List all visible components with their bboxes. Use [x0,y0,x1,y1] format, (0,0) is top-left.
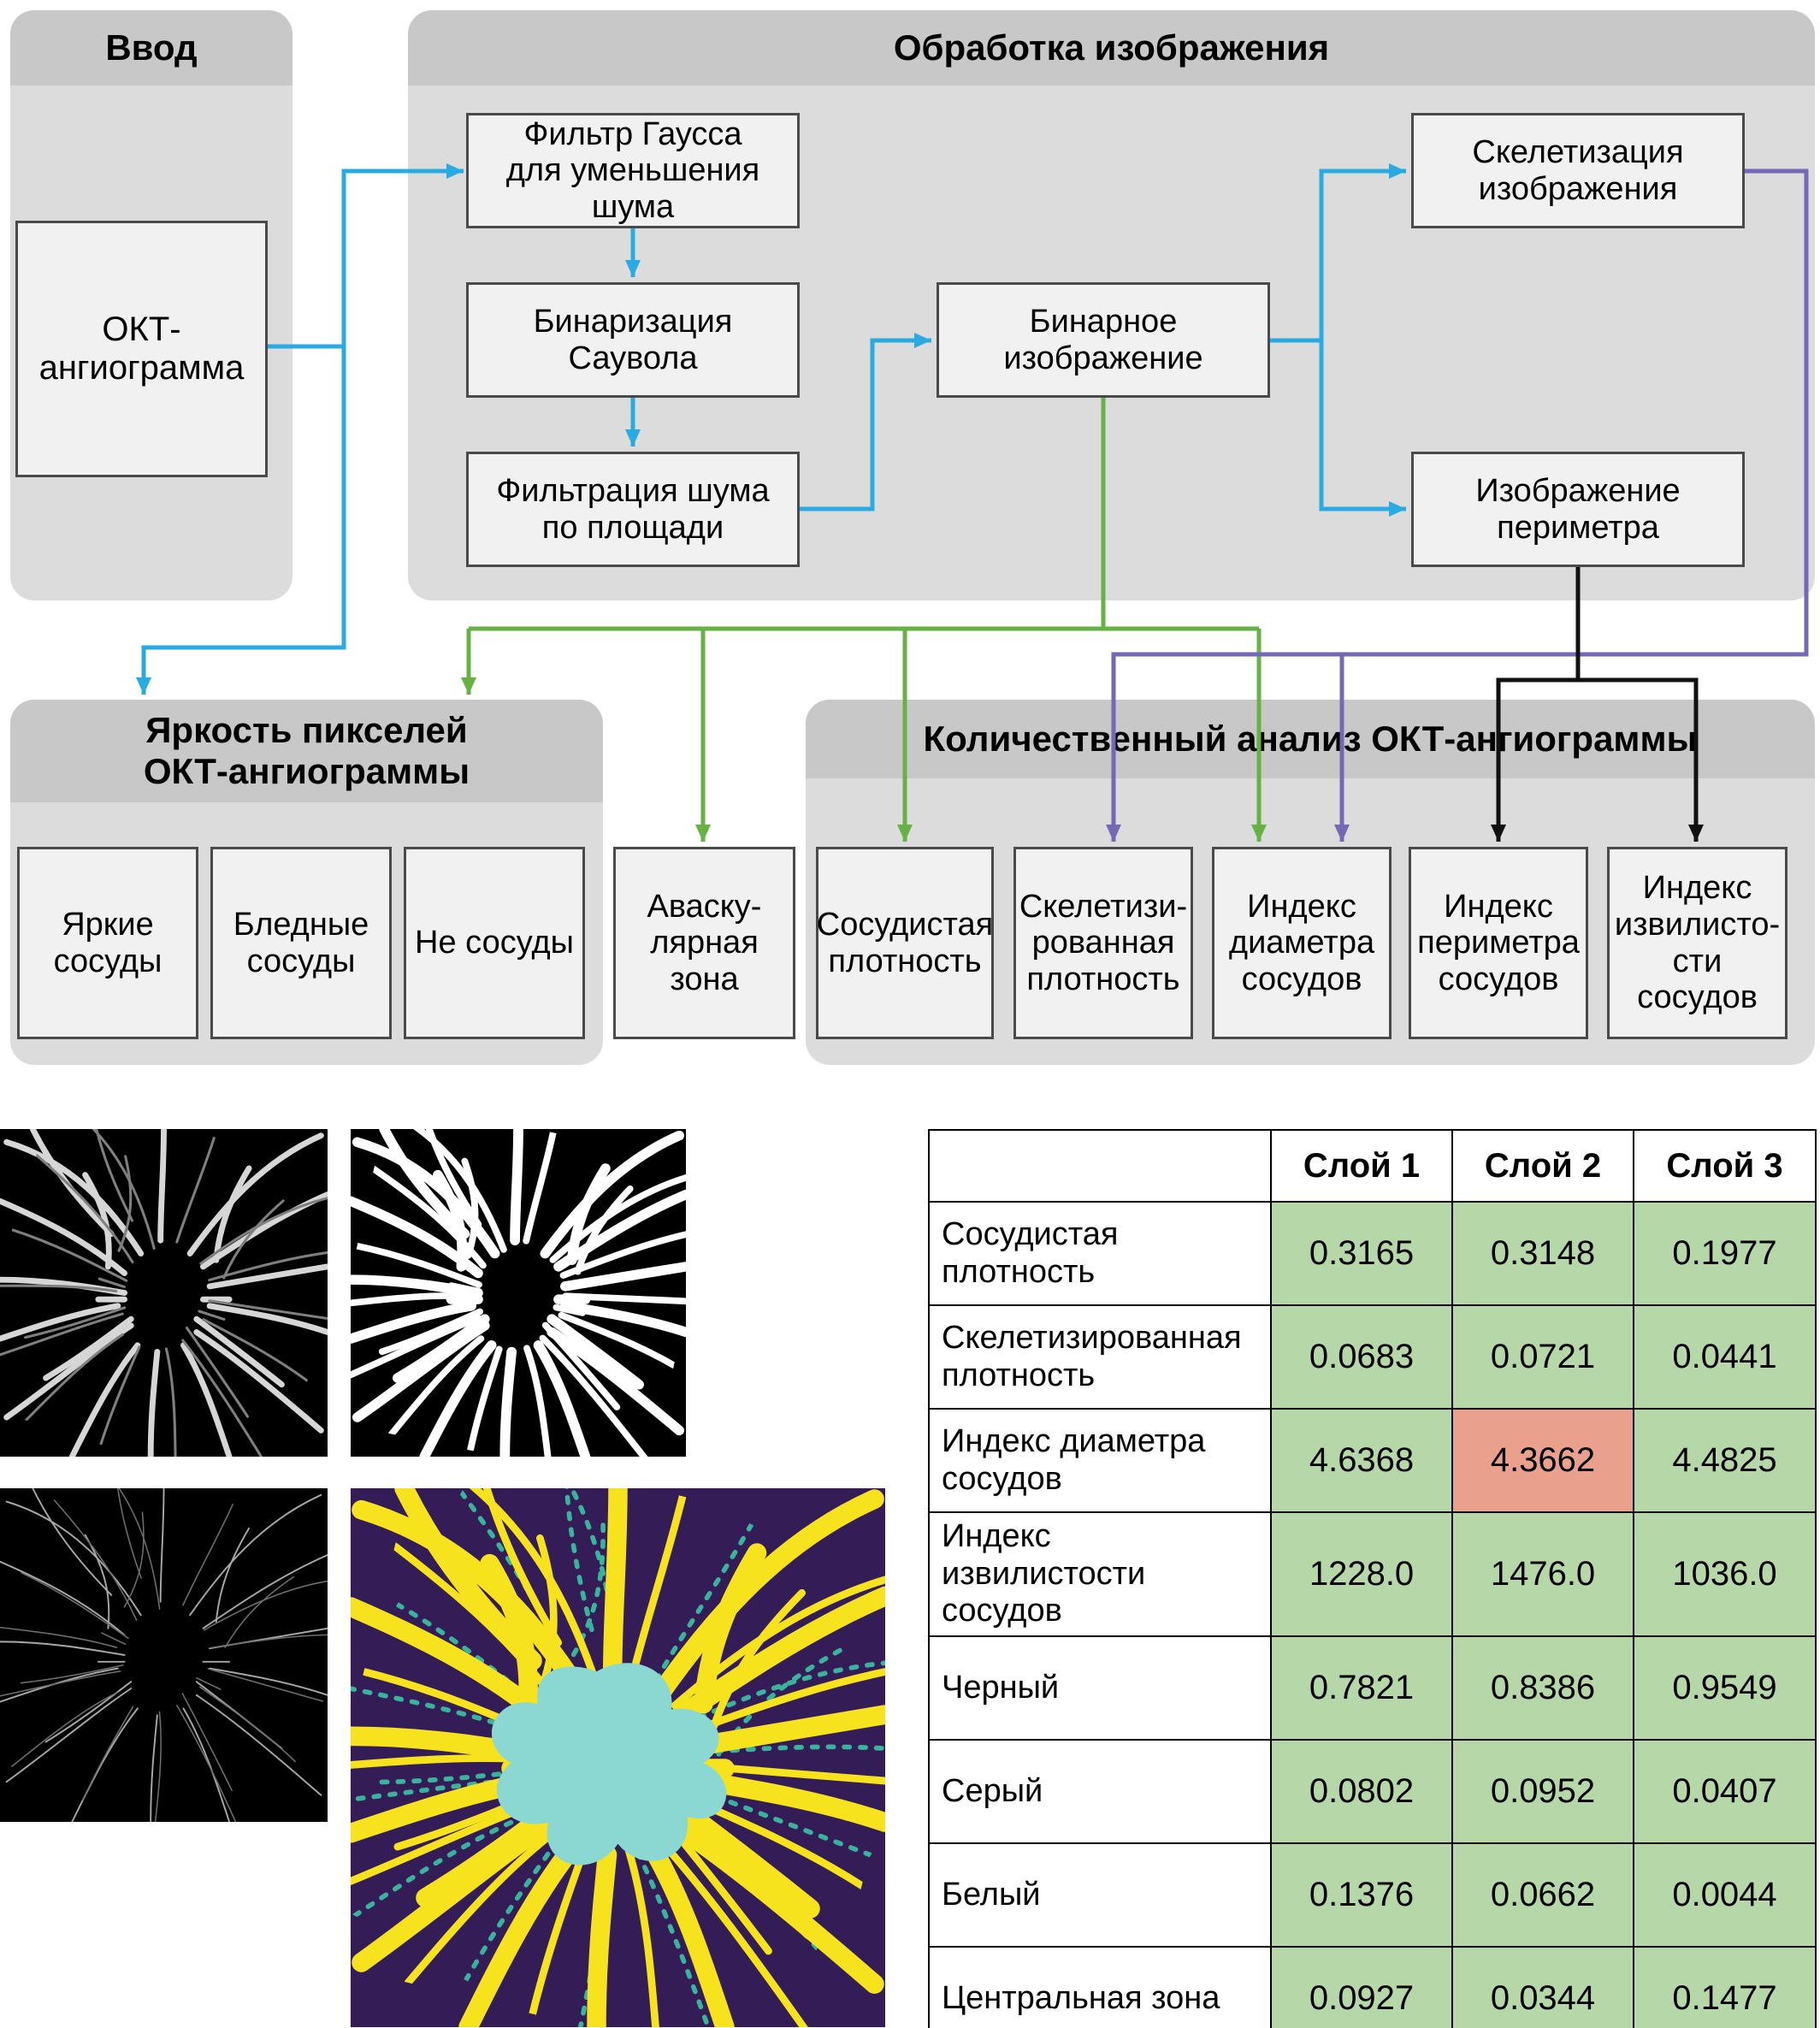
metrics-header-layer2: Слой 2 [1451,1129,1634,1203]
node-vascular-density: Сосудистая плотность [816,847,994,1039]
node-pale-vessels: Бледные сосуды [210,847,392,1039]
node-bright-vessels: Яркие сосуды [17,847,198,1039]
metrics-cell-7-1: 0.0344 [1451,1946,1634,2028]
metrics-cell-6-2: 0.0044 [1633,1842,1817,1948]
metrics-cell-1-0: 0.0683 [1270,1304,1453,1410]
node-perimeter-image: Изображение периметра [1411,452,1745,567]
metrics-cell-0-2: 0.1977 [1633,1201,1817,1306]
metrics-label-7: Центральная зона [928,1946,1272,2028]
metrics-label-0: Сосудистая плотность [928,1201,1272,1306]
table-row: Серый 0.0802 0.0952 0.0407 [928,1739,1817,1845]
metrics-cell-5-2: 0.0407 [1633,1739,1817,1845]
table-row: Черный 0.7821 0.8386 0.9549 [928,1635,1817,1741]
node-vessel-perimeter-index: Индекс периметра сосудов [1409,847,1588,1039]
metrics-label-5: Серый [928,1739,1272,1845]
panel-analysis-title: Количественный анализ ОКТ-ангиограммы [806,700,1815,778]
metrics-cell-0-0: 0.3165 [1270,1201,1453,1306]
table-row: Сосудистая плотность 0.3165 0.3148 0.197… [928,1201,1817,1306]
metrics-corner-cell [928,1129,1272,1203]
metrics-cell-3-2: 1036.0 [1633,1511,1817,1638]
metrics-label-4: Черный [928,1635,1272,1741]
metrics-cell-3-1: 1476.0 [1451,1511,1634,1638]
table-row: Скелетизированная плотность 0.0683 0.072… [928,1304,1817,1410]
metrics-cell-4-1: 0.8386 [1451,1635,1634,1741]
metrics-label-1: Скелетизированная плотность [928,1304,1272,1410]
metrics-header-layer1: Слой 1 [1270,1129,1453,1203]
metrics-table: Слой 1 Слой 2 Слой 3 Сосудистая плотност… [928,1129,1817,2028]
metrics-cell-6-0: 0.1376 [1270,1842,1453,1948]
metrics-cell-1-1: 0.0721 [1451,1304,1634,1410]
node-skeletonized-density: Скелетизи- рованная плотность [1013,847,1193,1039]
metrics-cell-6-1: 0.0662 [1451,1842,1634,1948]
metrics-header-row: Слой 1 Слой 2 Слой 3 [928,1129,1817,1203]
metrics-cell-7-2: 0.1477 [1633,1946,1817,2028]
panel-brightness-title: Яркость пикселей ОКТ-ангиограммы [10,700,603,802]
table-row: Индекс диаметра сосудов 4.6368 4.3662 4.… [928,1408,1817,1513]
metrics-cell-4-0: 0.7821 [1270,1635,1453,1741]
metrics-cell-1-2: 0.0441 [1633,1304,1817,1410]
metrics-cell-2-0: 4.6368 [1270,1408,1453,1513]
octa-skeleton-image [0,1488,328,1822]
node-okt-angiogram: ОКТ- ангиограмма [15,221,268,477]
node-gauss-filter: Фильтр Гаусса для уменьшения шума [466,113,800,228]
node-sauvola-binarization: Бинаризация Саувола [466,282,800,398]
node-vessel-tortuosity-index: Индекс извилисто- сти сосудов [1607,847,1788,1039]
panel-processing-title: Обработка изображения [408,10,1815,86]
node-area-noise-filter: Фильтрация шума по площади [466,452,800,567]
metrics-label-6: Белый [928,1842,1272,1948]
metrics-cell-5-1: 0.0952 [1451,1739,1634,1845]
octa-colormap-avascular-image [351,1488,885,2027]
panel-input-title: Ввод [10,10,292,86]
node-vessel-diameter-index: Индекс диаметра сосудов [1212,847,1392,1039]
metrics-label-2: Индекс диаметра сосудов [928,1408,1272,1513]
octa-binary-image [351,1129,686,1457]
metrics-cell-5-0: 0.0802 [1270,1739,1453,1845]
metrics-header-layer3: Слой 3 [1633,1129,1817,1203]
metrics-cell-2-2: 4.4825 [1633,1408,1817,1513]
node-skeletonization: Скелетизация изображения [1411,113,1745,228]
table-row: Центральная зона 0.0927 0.0344 0.1477 [928,1946,1817,2028]
metrics-cell-7-0: 0.0927 [1270,1946,1453,2028]
octa-grayscale-image [0,1129,328,1457]
metrics-cell-2-1: 4.3662 [1451,1408,1634,1513]
metrics-cell-3-0: 1228.0 [1270,1511,1453,1638]
metrics-label-3: Индекс извилистости сосудов [928,1511,1272,1638]
node-non-vessels: Не сосуды [404,847,585,1039]
table-row: Индекс извилистости сосудов 1228.0 1476.… [928,1511,1817,1638]
node-avascular-zone: Аваску- лярная зона [613,847,795,1039]
node-binary-image: Бинарное изображение [937,282,1270,398]
metrics-cell-4-2: 0.9549 [1633,1635,1817,1741]
table-row: Белый 0.1376 0.0662 0.0044 [928,1842,1817,1948]
metrics-cell-0-1: 0.3148 [1451,1201,1634,1306]
